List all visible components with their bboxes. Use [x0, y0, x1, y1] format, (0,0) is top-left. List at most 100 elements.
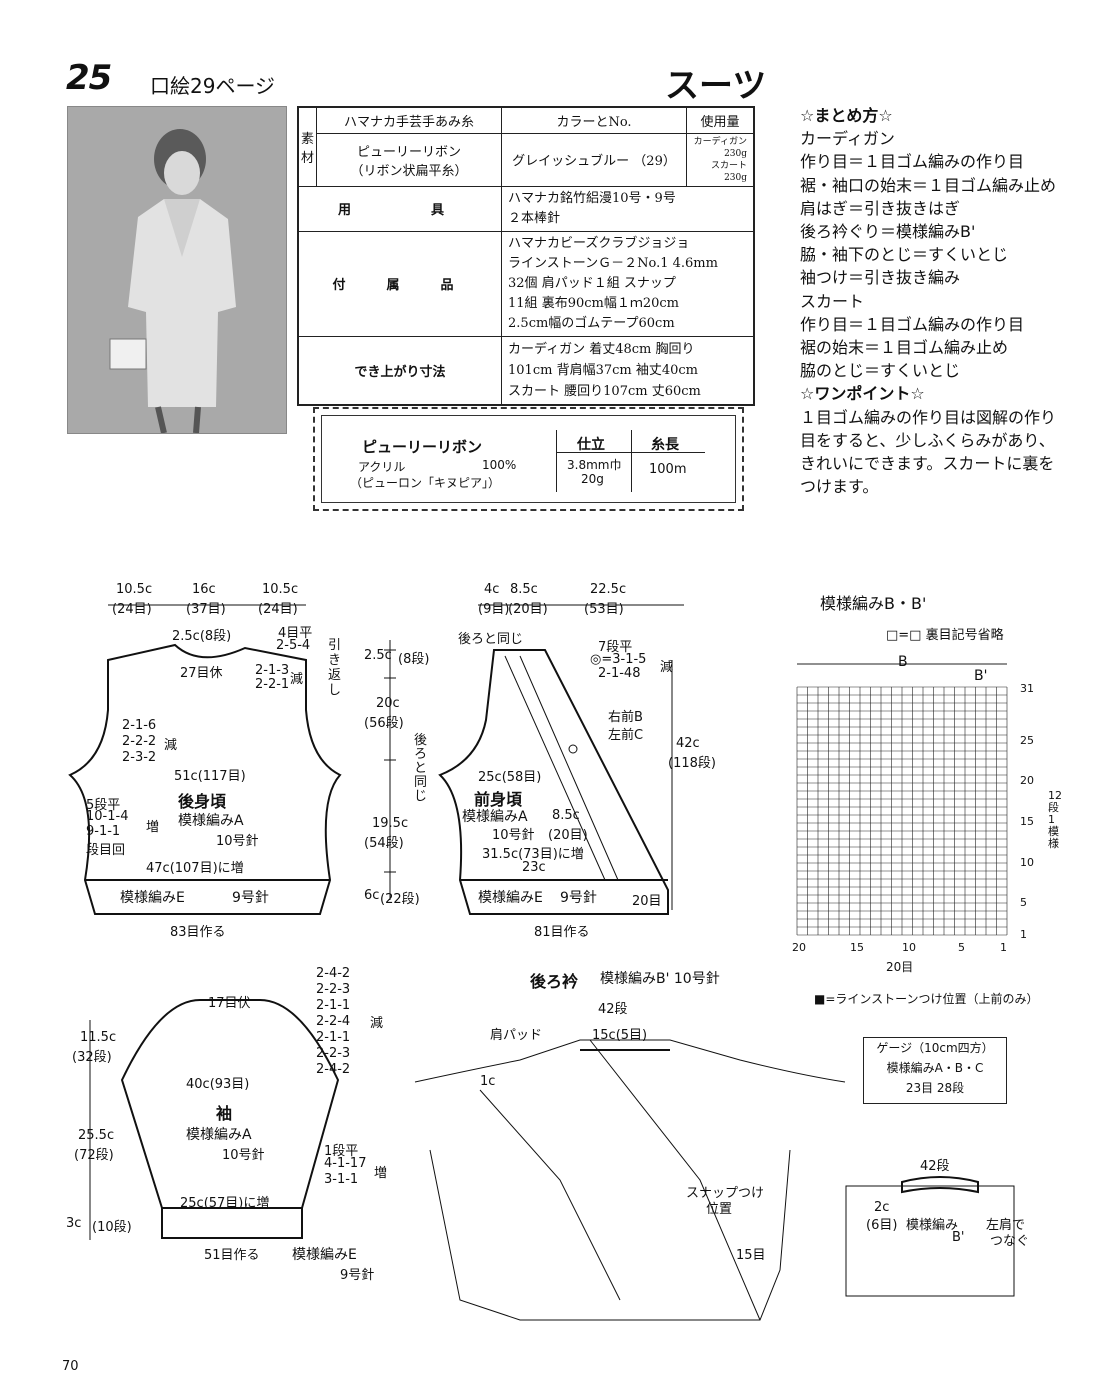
- sleeve-dec-7: 2-4-2: [316, 1062, 351, 1077]
- back-armhole-dec-2: 2-2-2: [122, 734, 157, 749]
- size-label: でき上がり寸法: [297, 335, 503, 405]
- front-body-needle: 10号針: [492, 828, 535, 843]
- back-body-name: 後身頃: [178, 792, 227, 811]
- vdim-b-rows: (56段): [364, 716, 404, 731]
- sleeve-outline: [89, 999, 340, 1240]
- shoulder-pad-label: 肩パッド: [490, 1028, 543, 1043]
- chart-title: 模様編みB・B': [820, 594, 927, 613]
- notes-heading: ☆まとめ方☆: [800, 106, 893, 125]
- chart-legend: □=□ 裏目記号省略: [886, 628, 1004, 643]
- yarn-info-brand: （ピューロン「キヌピア」）: [350, 476, 501, 490]
- front-shape-2: ◎=3-1-5: [590, 652, 647, 667]
- notes-line: つけます。: [800, 477, 879, 497]
- sleeve-length: 25.5c: [78, 1128, 115, 1143]
- collar-1c: 1c: [480, 1074, 496, 1089]
- chart-col-20: 20: [792, 941, 806, 954]
- finish-weight: 20g: [581, 472, 604, 486]
- rhinestone-note: ■=ラインストーンつけ位置（上前のみ）: [814, 992, 1039, 1006]
- front-rib-needle: 9号針: [560, 890, 597, 906]
- pattern-chart-grid: [796, 663, 1008, 936]
- chart-repeat-note: 12段1模様: [1048, 789, 1062, 850]
- notes-line: 脇・袖下のとじ＝すくいとじ: [800, 245, 1009, 265]
- front-dim-1-sts: (20目): [548, 828, 588, 843]
- vdim-d: 6c: [364, 888, 380, 903]
- sleeve-cuff-increase: 25c(57目)に増: [180, 1196, 270, 1211]
- chart-row-1: 1: [1020, 928, 1027, 941]
- front-chest-width: 25c(58目): [478, 770, 542, 785]
- collar-width: 15c(5目): [592, 1028, 648, 1043]
- vdim-b: 20c: [376, 696, 400, 711]
- front-height-rows: (118段): [668, 756, 716, 771]
- back-neck-rest: 27目休: [180, 666, 223, 681]
- model-photo: [67, 106, 287, 434]
- detail-width: 2c: [874, 1200, 890, 1215]
- back-inc-1: 10-1-4: [86, 809, 129, 824]
- front-same-as-back: 後ろと同じ: [458, 632, 524, 647]
- chart-row-10: 10: [1020, 856, 1034, 869]
- yarn-spec-table: 仕立 糸長 3.8mm巾 20g 100m: [556, 430, 705, 492]
- sleeve-dec-6: 2-2-3: [316, 1046, 351, 1061]
- back-width-left-sts: (24目): [112, 602, 152, 617]
- front-body-pattern: 模様編みA: [462, 809, 528, 825]
- back-shoulder-flat: 4目平: [278, 626, 313, 641]
- pattern-title: スーツ: [665, 66, 767, 106]
- back-width-center: 16c: [192, 582, 216, 597]
- back-armhole-dec-3: 2-3-2: [122, 750, 157, 765]
- back-width-center-sts: (37目): [186, 602, 226, 617]
- sleeve-cap-rows: (32段): [72, 1050, 112, 1065]
- collar-title: 後ろ衿: [530, 972, 579, 991]
- back-inc-mark: 増: [146, 820, 160, 835]
- gauge-title: ゲージ（10cm四方）: [876, 1041, 994, 1055]
- front-same-as-back-2: 後ろと同じ: [414, 733, 428, 804]
- onepoint-heading: ☆ワンポイント☆: [800, 384, 925, 404]
- snap-position-2: 位置: [706, 1202, 733, 1217]
- gauge-pattern: 模様編みA・B・C: [886, 1061, 984, 1075]
- front-shape-1: 7段平: [598, 640, 633, 655]
- yarn-info-fiber: アクリル: [358, 460, 406, 474]
- chart-row-25: 25: [1020, 734, 1034, 747]
- finish-header: 仕立: [577, 437, 605, 453]
- chart-b-label: B: [898, 654, 908, 670]
- back-body-needle: 10号針: [216, 834, 259, 849]
- chart-b2-label: B': [974, 668, 988, 684]
- back-inc-3: 段目回: [86, 843, 126, 858]
- vdim-a-rows: (8段): [398, 652, 430, 667]
- back-neck-dec-2: 2-2-1: [255, 677, 290, 692]
- front-right-b: 右前B: [608, 710, 643, 725]
- chart-col-1: 1: [1000, 941, 1007, 954]
- pattern-number: 25: [66, 58, 112, 98]
- front-dim-1: 8.5c: [552, 808, 580, 823]
- color-cell: グレイッシュブルー （29）: [501, 132, 688, 187]
- detail-join-2: つなぐ: [990, 1234, 1030, 1249]
- sleeve-inc-1: 1段平: [324, 1144, 359, 1159]
- chart-row-15: 15: [1020, 815, 1034, 828]
- notes-line: 袖つけ＝引き抜き編み: [800, 268, 961, 288]
- sleeve-rib-pattern: 模様編みE: [292, 1247, 357, 1263]
- front-rib-pattern: 模様編みE: [478, 890, 543, 906]
- front-side-sts: 20目: [632, 894, 662, 909]
- notes-line: 後ろ衿ぐり＝模様編みB': [800, 222, 976, 242]
- front-width-3: 22.5c: [590, 582, 627, 597]
- sleeve-pattern: 模様編みA: [186, 1127, 252, 1143]
- notes-line: １目ゴム編みの作り目は図解の作り: [800, 407, 1057, 427]
- sleeve-dec-5: 2-1-1: [316, 1030, 351, 1045]
- sleeve-inc-2: 4-1-17: [324, 1156, 367, 1171]
- notes-line: 裾の始末＝１目ゴム編み止め: [800, 338, 1009, 358]
- chart-row-20: 20: [1020, 774, 1034, 787]
- snap-position: スナップつけ: [686, 1186, 765, 1201]
- chart-row-5: 5: [1020, 896, 1027, 909]
- notes-line: 目をすると、少しふくらみがあり、: [800, 430, 1055, 450]
- vertical-dimension-line: [384, 640, 396, 900]
- notes-line: きれいにできます。スカートに裏を: [800, 454, 1055, 474]
- collar-pattern: 模様編みB' 10号針: [600, 971, 720, 987]
- chart-col-5: 5: [958, 941, 965, 954]
- vdim-c-rows: (54段): [364, 836, 404, 851]
- notes-line: 裾・袖口の始末＝１目ゴム編み止め: [800, 175, 1057, 195]
- back-body-pattern: 模様編みA: [178, 813, 244, 829]
- back-short-row-note: 引き返し: [328, 638, 342, 698]
